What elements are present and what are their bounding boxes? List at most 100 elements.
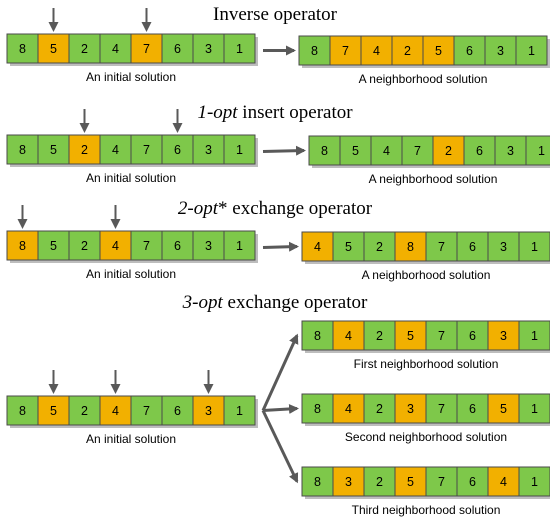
cell-value: 8 [321,144,328,158]
cell-value: 7 [143,404,150,418]
cell-value: 4 [383,144,390,158]
initial-solution-caption: An initial solution [86,171,176,185]
sequence-cell [453,35,486,66]
sequence-cell [363,466,396,497]
sequence-cell [332,320,365,351]
cell-value: 3 [507,144,514,158]
cell-value: 5 [50,42,57,56]
cell-value: 6 [174,239,181,253]
sequence-cell [223,395,256,426]
operator-title-text: Inverse operator [213,4,338,25]
sequence-cell [308,135,341,166]
cell-value: 5 [435,44,442,58]
cell-value: 6 [476,144,483,158]
neighborhood-solution-caption: Third neighborhood solution [352,503,501,517]
sequence-cell [425,320,458,351]
sequence-cell [391,35,424,66]
sequence-cell [394,231,427,262]
cell-value: 1 [531,475,538,489]
cell-value: 4 [112,239,119,253]
cell-value: 8 [314,402,321,416]
cell-value: 4 [345,329,352,343]
sequence-cell [301,320,334,351]
neighborhood-solution-caption: Second neighborhood solution [345,430,507,444]
sequence-cell [370,135,403,166]
sequence-cell [161,230,194,261]
cell-value: 8 [19,42,26,56]
sequence-cell [99,230,132,261]
sequence-cell [487,466,520,497]
sequence-cell [68,33,101,64]
cell-value: 6 [469,329,476,343]
sequence-cell [99,33,132,64]
cell-value: 3 [497,44,504,58]
sequence-cell [518,466,550,497]
neighborhood-solution-caption: A neighborhood solution [362,268,491,282]
sequence-cell [394,466,427,497]
sequence-cell [456,320,489,351]
cell-value: 3 [205,404,212,418]
transform-arrow [262,403,299,414]
operator-title-italic: 2-opt [178,198,219,219]
sequence-cell [130,134,163,165]
cell-value: 1 [531,240,538,254]
cell-value: 5 [50,404,57,418]
cell-value: 3 [205,239,212,253]
cell-value: 5 [407,475,414,489]
sequence-cell [525,135,550,166]
sequence-cell [223,230,256,261]
cell-value: 5 [500,402,507,416]
sequence-cell [301,393,334,424]
sequence-cell [130,230,163,261]
sequence-cell [192,395,225,426]
cell-value: 3 [205,42,212,56]
cell-value: 5 [345,240,352,254]
cell-value: 5 [50,239,57,253]
sequence-cell [99,395,132,426]
sequence-cell [394,320,427,351]
sequence-cell [363,320,396,351]
sequence-cell [425,466,458,497]
sequence-cell [515,35,548,66]
cell-value: 4 [345,402,352,416]
sequence-cell [6,395,39,426]
cell-value: 2 [376,475,383,489]
cell-value: 7 [342,44,349,58]
cell-value: 3 [500,329,507,343]
sequence-cell [68,395,101,426]
cell-value: 4 [112,42,119,56]
sequence-cell [363,231,396,262]
cell-value: 2 [404,44,411,58]
cell-value: 2 [376,329,383,343]
cell-value: 2 [445,144,452,158]
cell-value: 6 [469,402,476,416]
sequence-cell [99,134,132,165]
cell-value: 6 [174,143,181,157]
operator-title: 3-opt exchange operator [182,292,368,313]
cell-value: 7 [438,240,445,254]
cell-value: 1 [531,402,538,416]
operator-title-text: exchange operator [223,292,368,313]
cell-value: 3 [345,475,352,489]
cell-value: 8 [19,239,26,253]
sequence-cell [223,134,256,165]
sequence-cell [422,35,455,66]
sequence-cell [298,35,331,66]
transform-arrow [262,145,306,156]
cell-value: 6 [174,42,181,56]
operator-title: 2-opt* exchange operator [178,198,373,219]
sequence-cell [37,134,70,165]
operator-title-text: insert operator [238,102,354,123]
cell-value: 5 [407,329,414,343]
cell-value: 3 [500,240,507,254]
sequence-cell [487,231,520,262]
cell-value: 8 [314,475,321,489]
cell-value: 7 [143,143,150,157]
sequence-cell [394,393,427,424]
